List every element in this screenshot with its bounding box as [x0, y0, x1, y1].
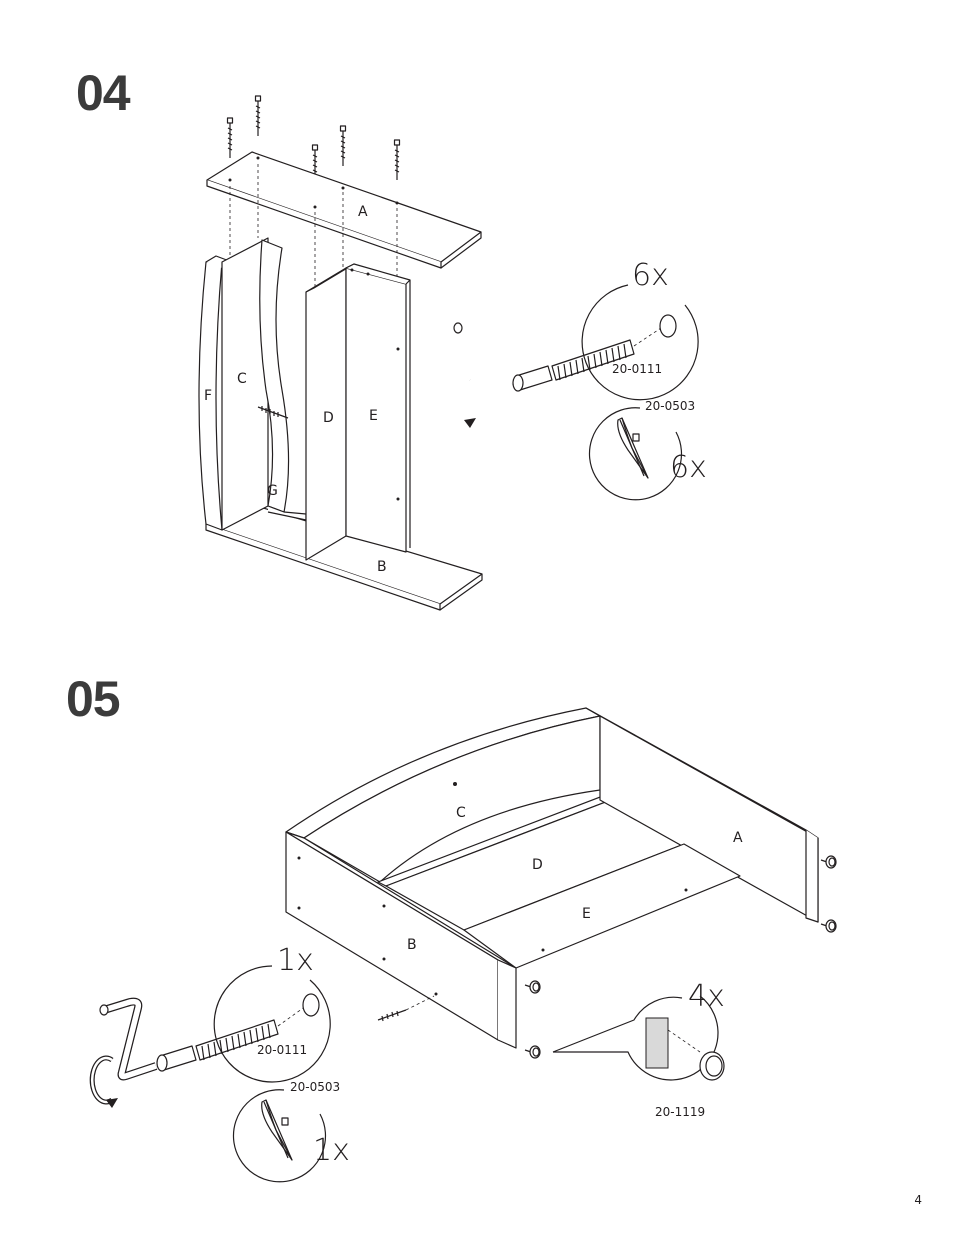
allen-key-icon: [99, 997, 158, 1081]
panel-b-front: [285, 831, 517, 1049]
step-05-diagram: A B C D E 1x 20-0111: [89, 707, 837, 1183]
cam-screw-icon: [156, 1005, 307, 1072]
panel-label-a: A: [358, 204, 368, 220]
rotate-arrow-icon: [448, 376, 476, 428]
panel-label-f: F: [204, 388, 212, 404]
cam-callout-code: 20-0503: [645, 399, 695, 413]
screw-callout-code: 20-0111: [612, 362, 662, 376]
step-04-diagram: A B C D E F G 6x 20: [198, 95, 707, 611]
panel-label-d: D: [323, 410, 334, 426]
panel-e-bottom: [463, 843, 741, 969]
step-04-number: 04: [76, 65, 131, 121]
cam-callout: [588, 407, 683, 501]
panel-label-e: E: [582, 906, 591, 922]
rotate-arrow-icon: [89, 1055, 118, 1108]
panel-label-d: D: [532, 857, 543, 873]
cam-screw-icon: [512, 325, 665, 392]
page-number: 4: [914, 1193, 922, 1207]
panel-label-c: C: [237, 371, 247, 387]
panel-label-e: E: [369, 408, 378, 424]
screw-callout: [213, 965, 331, 1083]
panel-label-c: C: [456, 805, 466, 821]
cam-callout-qty: 1x: [313, 1133, 350, 1168]
panel-a-top: [206, 151, 482, 269]
panel-label-b: B: [377, 559, 387, 575]
panel-label-b: B: [407, 937, 417, 953]
step-05-number: 05: [66, 671, 121, 727]
panel-label-g: G: [267, 483, 278, 499]
screw-callout: [581, 284, 699, 401]
front-screw: [377, 995, 435, 1022]
panel-a-side: [585, 707, 819, 923]
step-04-screws: [226, 95, 401, 185]
foot-callout: [552, 995, 725, 1081]
screw-callout-qty: 1x: [277, 943, 314, 978]
panel-connector-screw: [257, 406, 289, 419]
cam-callout-code: 20-0503: [290, 1080, 340, 1094]
cam-callout: [232, 1089, 327, 1183]
panel-e: [345, 263, 411, 553]
allen-key-icon: [453, 316, 514, 400]
feet-icons: [524, 855, 837, 1059]
screw-callout-qty: 6x: [632, 258, 669, 293]
screw-callout-code: 20-0111: [257, 1043, 307, 1057]
foot-callout-qty: 4x: [688, 979, 725, 1014]
cam-callout-qty: 6x: [670, 450, 707, 485]
foot-callout-code: 20-1119: [655, 1105, 705, 1119]
panel-label-a: A: [733, 830, 743, 846]
